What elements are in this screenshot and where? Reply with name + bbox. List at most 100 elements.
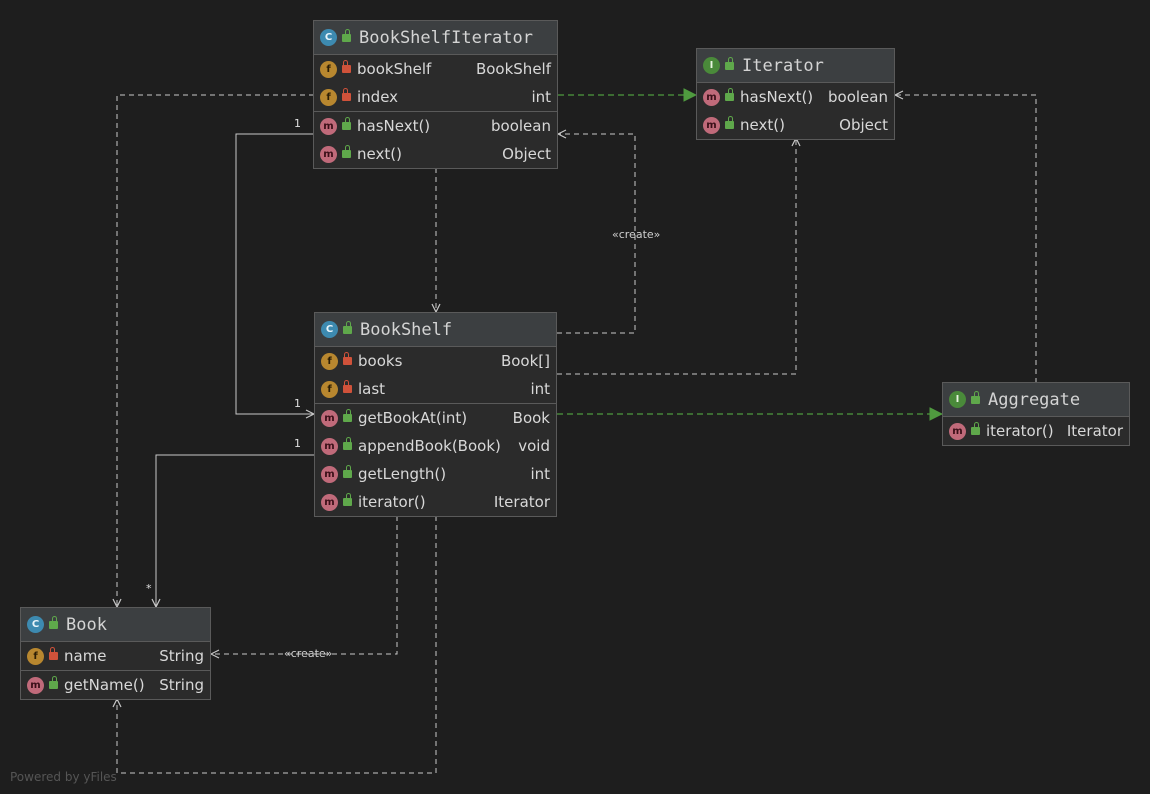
dependency-edge-iterator-book <box>117 94 314 607</box>
interface-name: Aggregate <box>988 389 1081 410</box>
field-row[interactable]: f bookShelf BookShelf <box>314 55 557 83</box>
class-name: BookShelfIterator <box>359 27 533 48</box>
interface-icon: I <box>703 57 720 74</box>
public-lock-icon <box>343 409 352 422</box>
multiplicity-label: 1 <box>294 437 301 450</box>
method-icon: m <box>321 409 338 427</box>
class-name: Book <box>66 614 107 635</box>
public-lock-icon <box>342 117 351 130</box>
public-lock-icon <box>343 320 352 334</box>
method-row[interactable]: m next() Object <box>697 111 894 139</box>
watermark: Powered by yFiles <box>10 770 117 784</box>
method-name: getLength() <box>358 465 447 483</box>
fields-section: f books Book[] f last int <box>315 347 556 404</box>
public-lock-icon <box>971 422 980 435</box>
method-icon: m <box>320 145 337 163</box>
method-name: next() <box>740 116 785 134</box>
private-lock-icon <box>342 60 351 73</box>
method-row[interactable]: m getName() String <box>21 671 210 699</box>
method-name: iterator() <box>986 422 1054 440</box>
create-label-shelf-iterator: «create» <box>612 228 661 241</box>
field-type: Book[] <box>500 352 550 370</box>
field-name: books <box>358 352 403 370</box>
public-lock-icon <box>49 676 58 689</box>
dependency-edge-aggregate-iterator <box>895 95 1037 383</box>
class-icon: C <box>321 321 338 338</box>
fields-section: f bookShelf BookShelf f index int <box>314 55 557 112</box>
method-name: next() <box>357 145 402 163</box>
method-type: boolean <box>828 88 888 106</box>
field-row[interactable]: f last int <box>315 375 556 403</box>
class-node-book[interactable]: C Book f name String m getName() String <box>20 607 211 700</box>
method-name: getName() <box>64 676 145 694</box>
create-edge-shelf-book <box>211 516 398 654</box>
field-name: bookShelf <box>357 60 432 78</box>
field-type: String <box>159 647 204 665</box>
create-edge-shelf-iterator <box>557 134 636 334</box>
public-lock-icon <box>725 116 734 129</box>
multiplicity-label: * <box>146 582 152 595</box>
abstract-method-icon: m <box>949 422 966 440</box>
method-row[interactable]: m iterator() Iterator <box>943 417 1129 445</box>
fields-section: f name String <box>21 642 210 671</box>
field-row[interactable]: f index int <box>314 83 557 111</box>
class-node-bookshelfiterator[interactable]: C BookShelfIterator f bookShelf BookShel… <box>313 20 558 169</box>
abstract-method-icon: m <box>703 88 720 106</box>
node-header: C BookShelf <box>315 313 556 347</box>
field-type: int <box>530 380 550 398</box>
method-row[interactable]: m appendBook(Book) void <box>315 432 556 460</box>
methods-section: m iterator() Iterator <box>943 417 1129 445</box>
method-icon: m <box>321 437 338 455</box>
interface-icon: I <box>949 391 966 408</box>
field-row[interactable]: f books Book[] <box>315 347 556 375</box>
interface-node-aggregate[interactable]: I Aggregate m iterator() Iterator <box>942 382 1130 446</box>
method-name: hasNext() <box>357 117 431 135</box>
method-type: void <box>518 437 550 455</box>
class-node-bookshelf[interactable]: C BookShelf f books Book[] f last int m … <box>314 312 557 517</box>
private-lock-icon <box>343 380 352 393</box>
private-lock-icon <box>49 647 58 660</box>
methods-section: m getBookAt(int) Book m appendBook(Book)… <box>315 404 556 516</box>
method-type: Iterator <box>1066 422 1123 440</box>
method-row[interactable]: m iterator() Iterator <box>315 488 556 516</box>
method-row[interactable]: m getBookAt(int) Book <box>315 404 556 432</box>
node-header: C BookShelfIterator <box>314 21 557 55</box>
field-icon: f <box>320 60 337 78</box>
interface-node-iterator[interactable]: I Iterator m hasNext() boolean m next() … <box>696 48 895 140</box>
public-lock-icon <box>342 28 351 42</box>
field-icon: f <box>27 647 44 665</box>
field-name: last <box>358 380 386 398</box>
class-name: BookShelf <box>360 319 453 340</box>
public-lock-icon <box>343 493 352 506</box>
class-icon: C <box>27 616 44 633</box>
node-header: I Aggregate <box>943 383 1129 417</box>
field-icon: f <box>320 88 337 106</box>
field-row[interactable]: f name String <box>21 642 210 670</box>
method-type: Object <box>839 116 888 134</box>
method-row[interactable]: m getLength() int <box>315 460 556 488</box>
method-type: boolean <box>491 117 551 135</box>
method-row[interactable]: m hasNext() boolean <box>314 112 557 140</box>
dependency-edge-shelf-book <box>117 516 437 774</box>
method-icon: m <box>321 493 338 511</box>
method-type: Book <box>512 409 550 427</box>
field-name: index <box>357 88 399 106</box>
method-row[interactable]: m hasNext() boolean <box>697 83 894 111</box>
field-type: int <box>531 88 551 106</box>
private-lock-icon <box>343 352 352 365</box>
public-lock-icon <box>342 145 351 158</box>
public-lock-icon <box>343 465 352 478</box>
class-icon: C <box>320 29 337 46</box>
abstract-method-icon: m <box>703 116 720 134</box>
field-icon: f <box>321 380 338 398</box>
method-row[interactable]: m next() Object <box>314 140 557 168</box>
methods-section: m hasNext() boolean m next() Object <box>314 112 557 168</box>
create-label-shelf-book: «create» <box>284 647 333 660</box>
aggregation-edge-shelf-book <box>156 455 314 607</box>
method-name: hasNext() <box>740 88 814 106</box>
public-lock-icon <box>343 437 352 450</box>
public-lock-icon <box>971 390 980 404</box>
field-name: name <box>64 647 107 665</box>
field-icon: f <box>321 352 338 370</box>
methods-section: m getName() String <box>21 671 210 699</box>
